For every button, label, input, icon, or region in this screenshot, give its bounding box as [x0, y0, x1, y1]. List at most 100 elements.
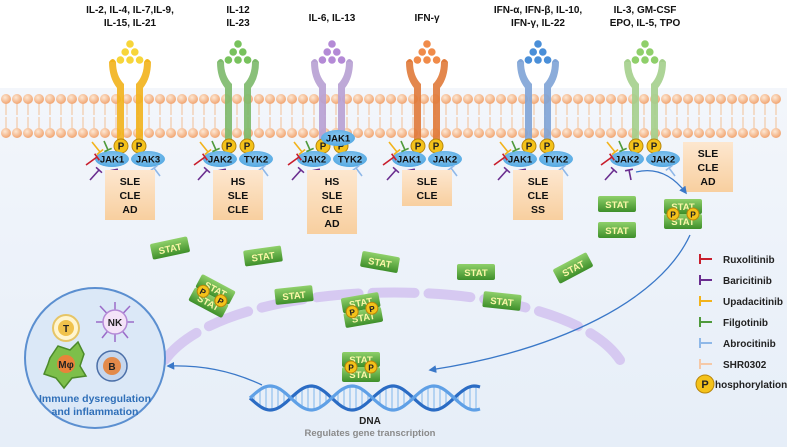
lipid-head — [364, 94, 374, 104]
ligand-label: IFN-α, IFN-β, IL-10, — [494, 5, 583, 16]
inhibitor-marker — [291, 169, 302, 181]
lipid-head — [595, 94, 605, 104]
inhibitor-bar — [503, 166, 511, 174]
ligand-molecule — [135, 56, 144, 64]
jak-kinase — [539, 151, 573, 167]
lipid-head — [67, 94, 77, 104]
lipid-head — [232, 128, 242, 138]
lipid-head — [496, 94, 506, 104]
stat-protein: STAT — [150, 236, 190, 260]
lipid-head — [100, 128, 110, 138]
inhibitor-bar — [624, 168, 634, 172]
lipid-head — [617, 128, 627, 138]
immune-text-line2: and inflammation — [52, 406, 139, 418]
inhibitor-marker — [355, 167, 363, 177]
legend-item: Upadacitinib — [699, 296, 783, 308]
lipid-head — [441, 94, 451, 104]
inhibitor-bar — [504, 148, 512, 156]
inhibitor-bar — [203, 166, 211, 174]
ligand-molecule — [641, 56, 649, 64]
inhibitor-marker — [606, 141, 616, 153]
stat-body — [598, 222, 636, 238]
ligand-molecule — [323, 48, 332, 56]
phosphate-label: P — [633, 142, 640, 153]
stat-label: STAT — [605, 226, 629, 237]
jak-label: JAK1 — [397, 155, 422, 166]
ligand-label: IL-12 — [226, 5, 250, 16]
disease-label: SLE — [322, 190, 342, 202]
lipid-head — [507, 128, 517, 138]
lipid-head — [78, 128, 88, 138]
phosphate-label: P — [118, 142, 125, 153]
ligand-molecule — [239, 48, 247, 56]
inhibitor-bar — [391, 153, 397, 161]
phosphate-label: P — [433, 142, 440, 153]
lipid-head — [177, 94, 187, 104]
lipid-head — [232, 94, 242, 104]
jak-label: JAK3 — [136, 155, 160, 166]
inhibitor-marker — [382, 156, 395, 166]
inhibitor-bar — [150, 164, 158, 172]
lipid-head — [617, 94, 627, 104]
lipid-head — [78, 94, 88, 104]
receptor-tip — [217, 59, 224, 62]
receptor-chain — [624, 62, 639, 150]
stat-body — [360, 251, 400, 273]
ligand-molecule — [524, 56, 533, 64]
ligand-label: IL-6, IL-13 — [309, 13, 356, 24]
lipid-head — [727, 128, 737, 138]
t-cell-label: T — [63, 324, 69, 335]
phosphate-icon — [345, 305, 359, 319]
phosphate-label: P — [670, 210, 676, 220]
lipid-head — [716, 94, 726, 104]
inhibitor-bar — [94, 153, 100, 161]
disease-label: SLE — [228, 190, 248, 202]
phosphate-icon — [344, 360, 358, 374]
lipid-head — [1, 128, 11, 138]
inhibitor-bar — [95, 166, 103, 174]
lipid-head — [45, 128, 55, 138]
stat-body — [243, 245, 283, 267]
ligand-molecule — [328, 40, 336, 48]
lipid-head — [551, 94, 561, 104]
disease-label: SS — [531, 204, 545, 216]
stat-protein: STAT — [360, 251, 400, 273]
inhibitor-bar — [212, 147, 220, 153]
lipid-head — [309, 94, 319, 104]
stat-label: STAT — [349, 370, 373, 381]
lipid-head — [397, 94, 407, 104]
ligand-molecule — [234, 56, 242, 64]
lipid-head — [760, 94, 770, 104]
phosphate-label: P — [368, 303, 376, 314]
jak-kinase — [646, 151, 680, 167]
ligand-molecule — [224, 56, 233, 64]
lipid-head — [353, 128, 363, 138]
lipid-head — [199, 94, 209, 104]
dna-label: DNA — [359, 416, 381, 427]
disease-label: CLE — [322, 204, 343, 216]
jak-label: JAK2 — [208, 155, 232, 166]
lipid-head — [309, 128, 319, 138]
lipid-head — [122, 94, 132, 104]
inhibitor-marker — [293, 141, 303, 153]
inhibitor-bar — [512, 147, 520, 153]
disease-label: CLE — [417, 190, 438, 202]
lipid-head — [551, 128, 561, 138]
jak-kinase — [203, 151, 237, 167]
disease-box — [513, 170, 563, 220]
inhibitor-marker — [211, 140, 217, 151]
stat-label: STAT — [490, 296, 515, 309]
ligand-molecule — [126, 40, 134, 48]
legend-item: Baricitinib — [699, 275, 772, 287]
ligand-molecule — [543, 56, 552, 64]
lipid-head — [672, 128, 682, 138]
phosphate-label: P — [338, 142, 345, 153]
lipid-head — [683, 128, 693, 138]
lipid-head — [375, 94, 385, 104]
inhibitor-bar — [611, 148, 619, 156]
